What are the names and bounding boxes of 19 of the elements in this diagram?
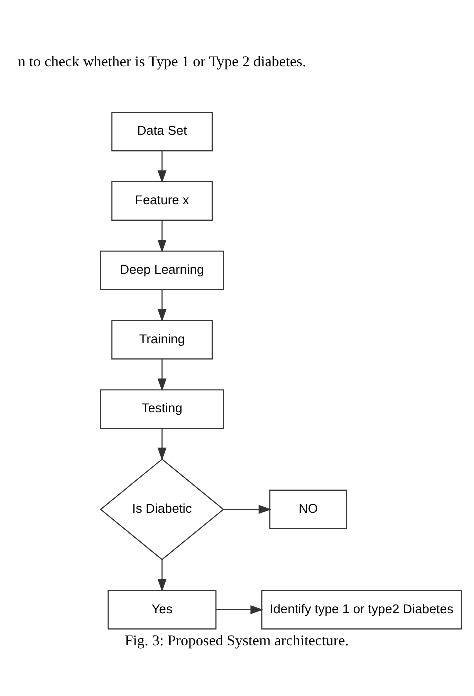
node-box: Training	[112, 320, 213, 360]
node-box: Data Set	[112, 112, 213, 152]
node-box: Testing	[100, 389, 224, 429]
arrow	[158, 150, 167, 183]
arrow	[216, 604, 264, 614]
caption: Fig. 3: Proposed System architecture.	[124, 632, 350, 649]
node-box: Deep Learning	[100, 250, 224, 290]
node-box: Identify type 1 or type2 Diabetes	[262, 590, 462, 630]
arrow	[158, 428, 167, 460]
label: n to check whether is Type 1 or Type 2 diabetes.	[18, 54, 306, 70]
arrow	[158, 220, 167, 252]
node-box: Yes	[108, 590, 217, 630]
arrow	[158, 559, 167, 592]
node-diamond: Is Diabetic	[100, 458, 224, 560]
arrow	[158, 358, 167, 392]
arrow	[158, 290, 167, 322]
arrow	[224, 504, 272, 514]
node-box: Feature x	[112, 180, 213, 220]
node-box: NO	[270, 489, 348, 529]
